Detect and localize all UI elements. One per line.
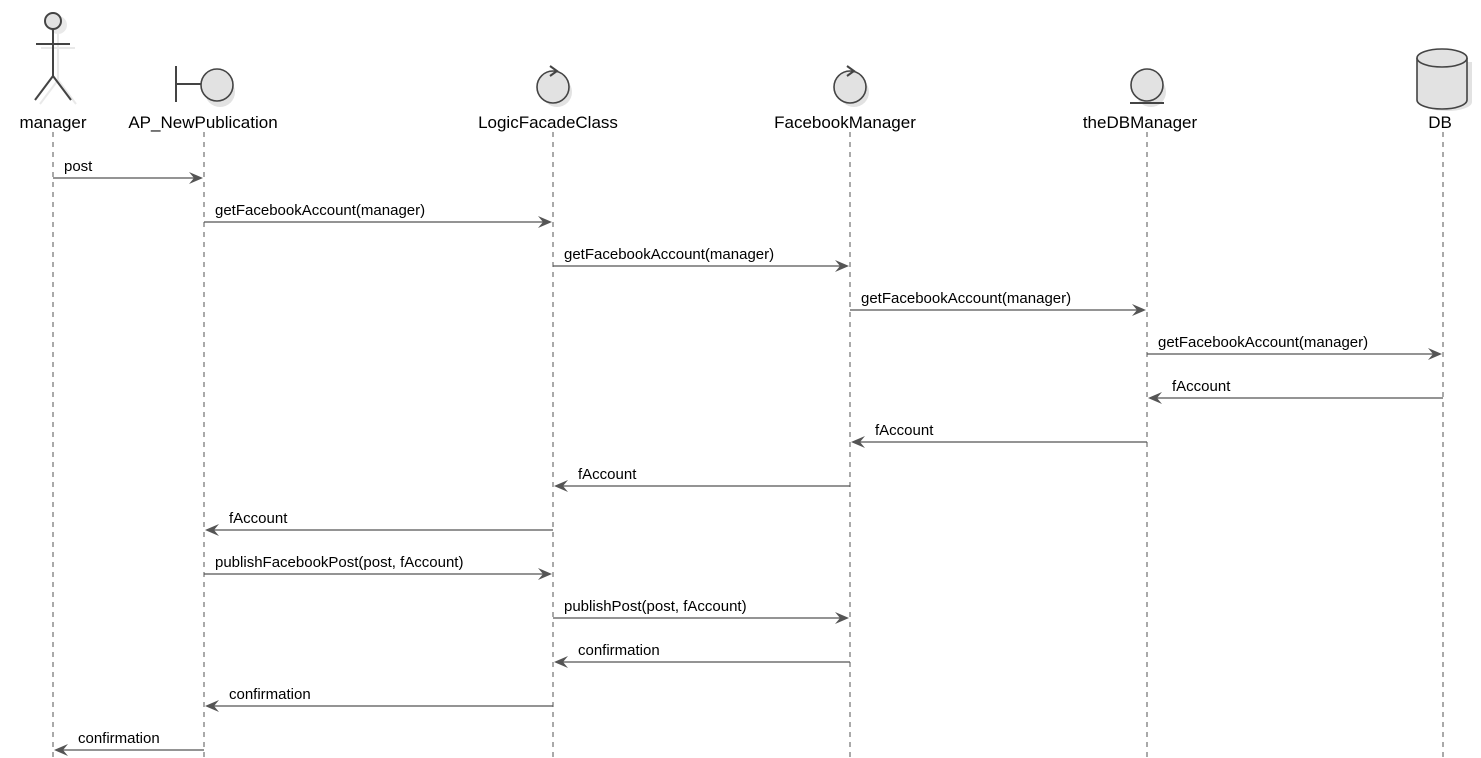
participant-name: LogicFacadeClass [478,113,618,132]
message-label: getFacebookAccount(manager) [564,246,774,263]
message: getFacebookAccount(manager) [1147,334,1442,360]
message: getFacebookAccount(manager) [850,290,1146,316]
entity-icon [1130,68,1166,107]
messages: post getFacebookAccount(manager) getFacebo… [53,158,1443,756]
message: confirmation [54,730,204,756]
message: confirmation [205,686,553,712]
arrow-head-icon [1428,348,1442,360]
message-label: confirmation [78,730,160,747]
arrow-head-icon [189,172,203,184]
arrow-head-icon [554,656,568,668]
arrow-head-icon [851,436,865,448]
message: fAccount [851,422,1147,448]
database-icon [1416,48,1472,111]
participant-labels: manager AP_NewPublication LogicFacadeCla… [19,113,1451,132]
message-label: fAccount [1172,378,1231,395]
arrow-head-icon [54,744,68,756]
message-label: getFacebookAccount(manager) [215,202,425,219]
control-icon [833,65,869,107]
actor-icon [34,12,77,105]
message: post [53,158,203,184]
message-label: fAccount [578,466,637,483]
arrow-head-icon [835,612,849,624]
arrow-head-icon [538,568,552,580]
message-label: fAccount [875,422,934,439]
message-label: publishPost(post, fAccount) [564,598,747,615]
message: fAccount [1148,378,1443,404]
arrow-head-icon [205,700,219,712]
participant-name: DB [1428,113,1452,132]
participant-name: AP_NewPublication [128,113,277,132]
arrow-head-icon [835,260,849,272]
boundary-icon [175,66,235,107]
message-label: getFacebookAccount(manager) [861,290,1071,307]
arrow-head-icon [554,480,568,492]
message: publishFacebookPost(post, fAccount) [204,554,552,580]
message: fAccount [205,510,553,536]
message: confirmation [554,642,850,668]
arrow-head-icon [1132,304,1146,316]
message-label: post [64,158,93,175]
arrow-head-icon [205,524,219,536]
participant-name: manager [19,113,86,132]
arrow-head-icon [1148,392,1162,404]
message-label: getFacebookAccount(manager) [1158,334,1368,351]
message-label: fAccount [229,510,288,527]
message-label: confirmation [578,642,660,659]
message: getFacebookAccount(manager) [204,202,552,228]
control-icon [536,65,572,107]
lifelines [52,132,1444,758]
message-label: confirmation [229,686,311,703]
participant-name: theDBManager [1083,113,1198,132]
message: publishPost(post, fAccount) [553,598,849,624]
message: fAccount [554,466,850,492]
message: getFacebookAccount(manager) [553,246,849,272]
arrow-head-icon [538,216,552,228]
message-label: publishFacebookPost(post, fAccount) [215,554,463,571]
participant-name: FacebookManager [774,113,916,132]
